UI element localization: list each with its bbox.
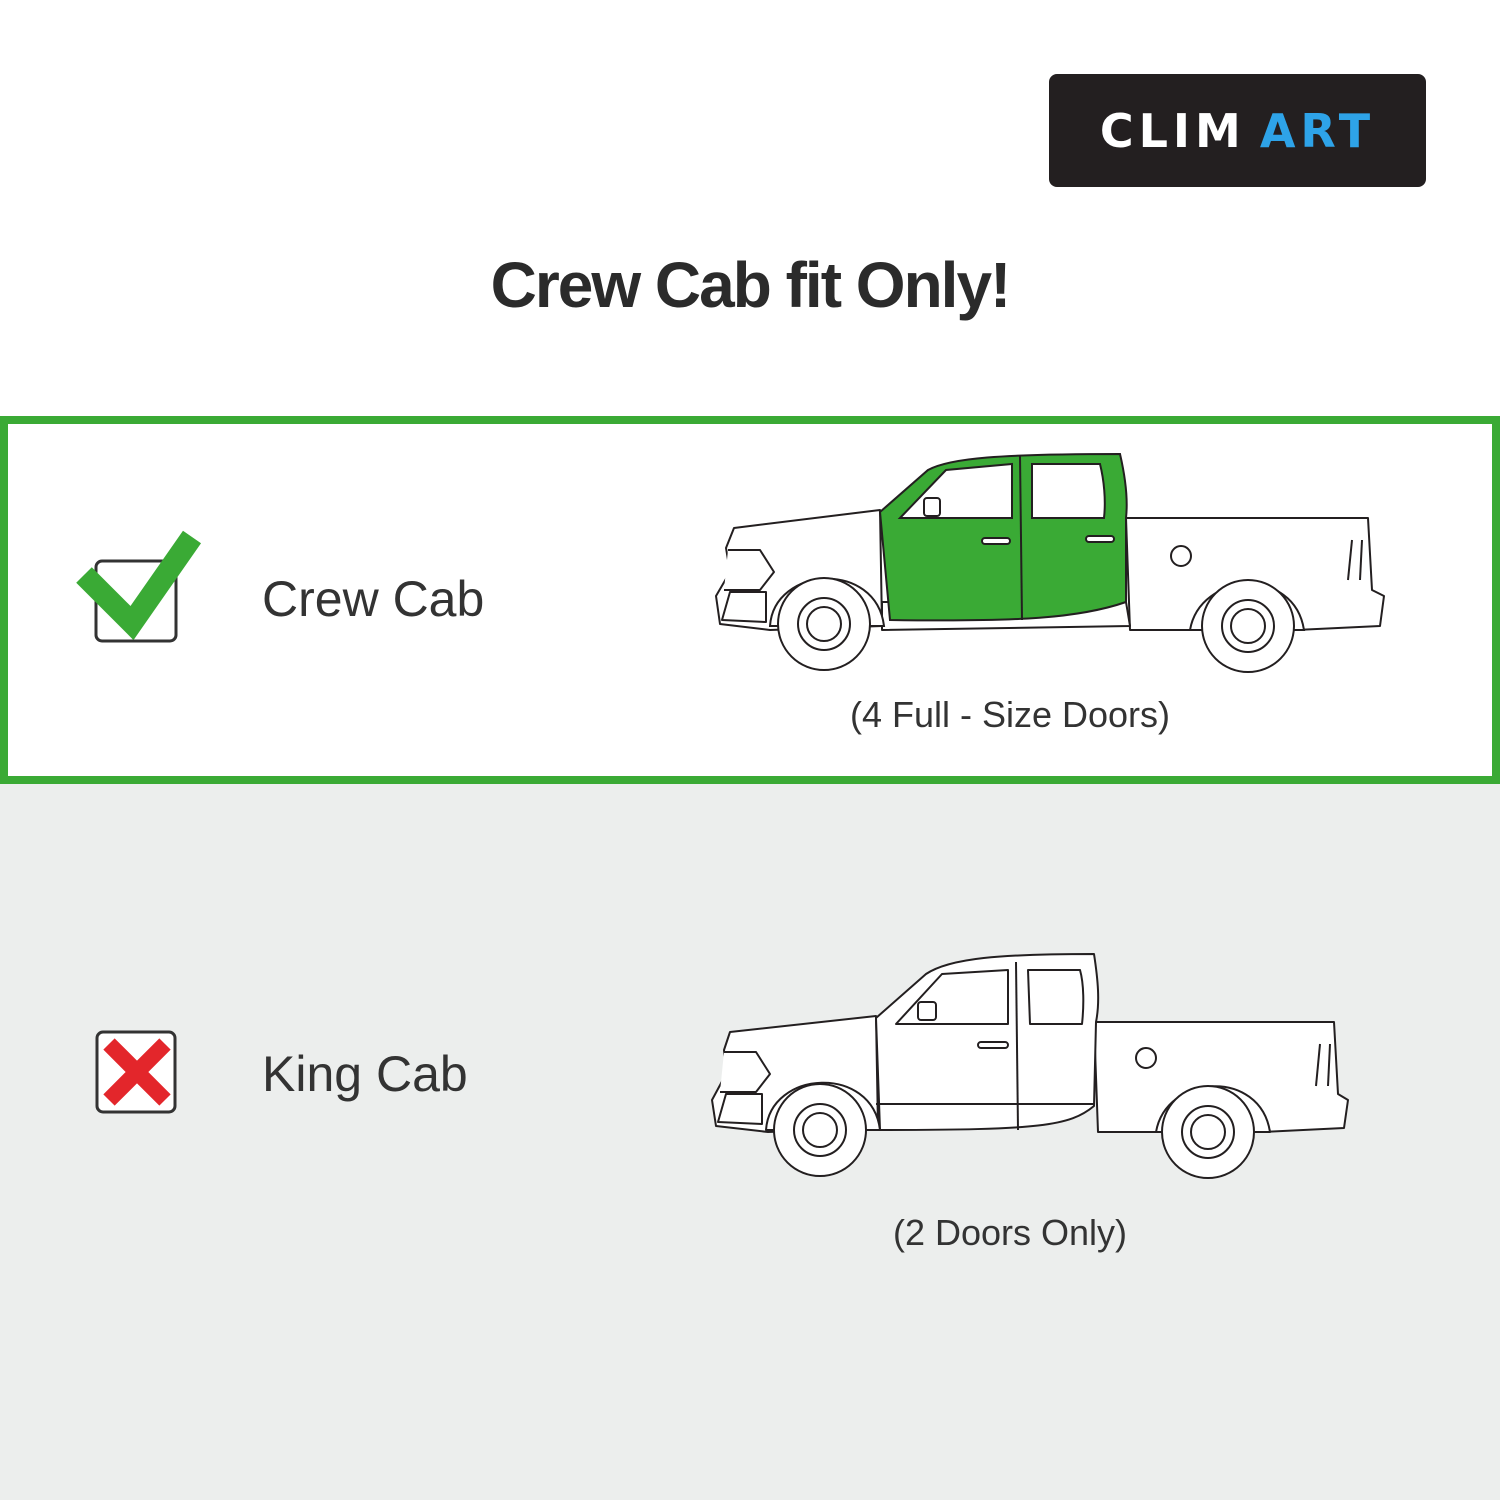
king-cab-caption: (2 Doors Only)	[892, 1212, 1128, 1253]
crew-cab-truck-image	[715, 452, 1385, 673]
page-title: Crew Cab fit Only!	[490, 249, 1012, 321]
logo-text-art: ART	[1259, 103, 1376, 158]
king-cab-label: King Cab	[262, 1046, 468, 1102]
king-cab-truck-image	[711, 953, 1349, 1179]
logo-text-clim: CLIM	[1099, 103, 1246, 158]
cross-icon	[95, 1030, 177, 1114]
checkmark-icon	[76, 530, 202, 643]
crew-cab-caption: (4 Full - Size Doors)	[849, 694, 1171, 735]
crew-cab-label: Crew Cab	[262, 571, 485, 627]
